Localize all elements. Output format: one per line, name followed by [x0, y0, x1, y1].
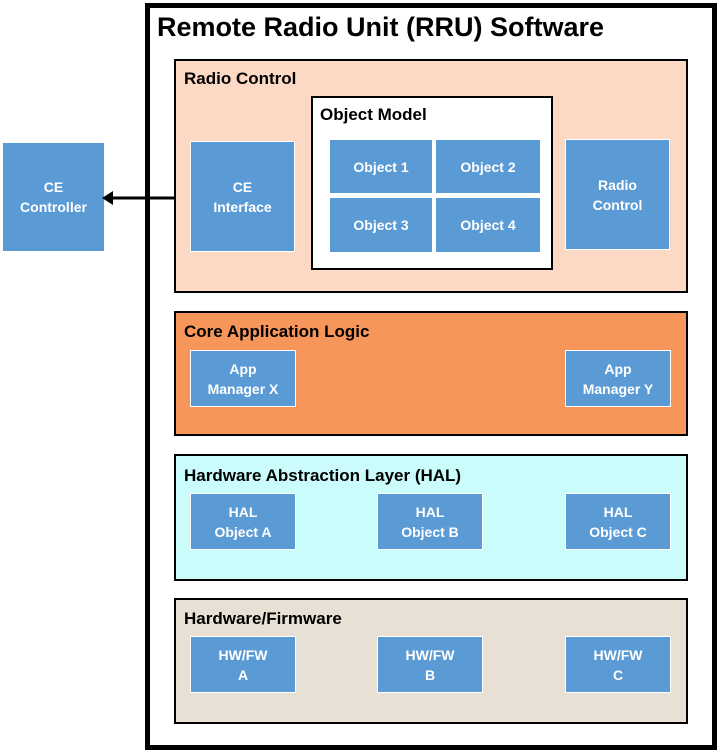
app-manager-y-block: App Manager Y — [565, 350, 671, 407]
hw-fw-c-line-2: C — [612, 666, 624, 683]
radio-control-line-2: Control — [592, 196, 643, 213]
object-1-label: Object 1 — [353, 158, 409, 175]
object-3-block: Object 3 — [329, 197, 433, 253]
hw-fw-a-block: HW/FW A — [190, 636, 296, 693]
hal-object-b-line-2: Object B — [401, 523, 459, 540]
object-2-label: Object 2 — [460, 158, 516, 175]
radio-control-line-1: Radio — [598, 176, 637, 193]
layer-hardware-firmware-title: Hardware/Firmware — [184, 609, 342, 628]
app-manager-y-line-2: Manager Y — [582, 380, 654, 397]
radio-control-block: Radio Control — [565, 139, 670, 250]
ce-controller-line-1: CE — [43, 179, 64, 195]
ce-interface-block: CE Interface — [190, 141, 295, 252]
ce-controller-line-2: Controller — [20, 199, 87, 215]
hw-fw-c-block: HW/FW C — [565, 636, 671, 693]
app-manager-y-line-1: App — [604, 360, 632, 377]
hw-fw-a-line-2: A — [237, 666, 249, 683]
hw-fw-b-line-1: HW/FW — [405, 646, 455, 663]
hal-object-b-block: HAL Object B — [377, 493, 483, 550]
diagram-title: Remote Radio Unit (RRU) Software — [157, 12, 605, 42]
hal-object-b-line-1: HAL — [415, 503, 445, 520]
hal-object-a-line-2: Object A — [214, 523, 272, 540]
hal-object-c-line-2: Object C — [589, 523, 647, 540]
layer-hal-title: Hardware Abstraction Layer (HAL) — [184, 466, 462, 485]
hw-fw-b-line-2: B — [424, 666, 436, 683]
layer-core-application-logic-title: Core Application Logic — [184, 322, 370, 341]
hal-object-a-block: HAL Object A — [190, 493, 296, 550]
ce-interface-line-1: CE — [232, 178, 253, 195]
object-3-label: Object 3 — [353, 217, 409, 233]
ce-interface-line-2: Interface — [213, 198, 272, 215]
hal-object-c-block: HAL Object C — [565, 493, 671, 550]
hal-object-a-line-1: HAL — [228, 503, 258, 520]
app-manager-x-block: App Manager X — [190, 350, 296, 407]
hw-fw-b-block: HW/FW B — [377, 636, 483, 693]
ce-controller-block: CE Controller — [2, 142, 105, 252]
hw-fw-a-line-1: HW/FW — [218, 646, 268, 663]
hal-object-c-line-1: HAL — [603, 503, 633, 520]
object-model-title: Object Model — [320, 105, 427, 124]
object-2-block: Object 2 — [435, 139, 541, 194]
app-manager-x-line-2: Manager X — [207, 380, 279, 397]
object-4-label: Object 4 — [460, 217, 516, 233]
object-4-block: Object 4 — [435, 197, 541, 253]
object-1-block: Object 1 — [329, 139, 433, 194]
hw-fw-c-line-1: HW/FW — [593, 646, 643, 663]
layer-radio-control-title: Radio Control — [184, 69, 297, 88]
app-manager-x-line-1: App — [229, 360, 257, 377]
